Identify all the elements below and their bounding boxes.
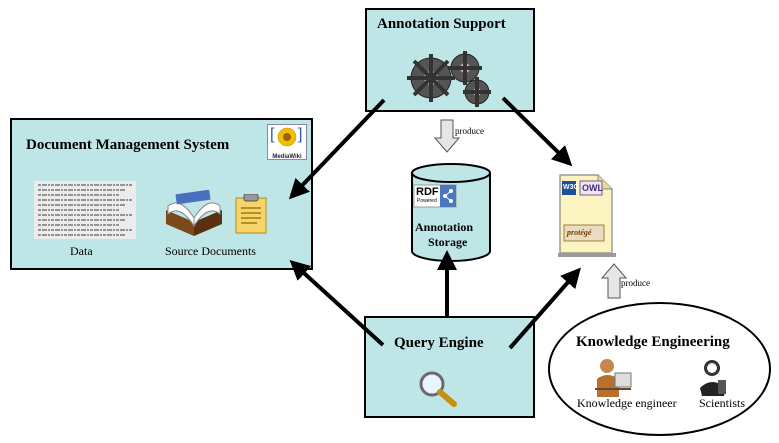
knowledge-engineering-ellipse [548, 302, 771, 436]
annotation-storage-label-1: Annotation [415, 220, 474, 234]
book-icon [166, 190, 222, 236]
magnifier-icon [419, 371, 457, 407]
scientist-icon [700, 360, 726, 396]
data-label: Data [70, 244, 93, 258]
mediawiki-logo: [ ] MediaWiki [267, 124, 307, 160]
clipboard-document-icon [235, 194, 267, 234]
produce-label-ontology: produce [621, 278, 650, 288]
svg-text:]: ] [298, 126, 302, 143]
rdf-badge-subtext: Powered [417, 198, 437, 204]
data-document-icon [34, 181, 136, 239]
protege-label: protégé [567, 228, 592, 237]
dms-title: Document Management System [26, 137, 230, 153]
mediawiki-logo-text: MediaWiki [272, 154, 302, 160]
document-management-box: Document Management System [ ] MediaWiki… [10, 118, 313, 270]
annotation-support-box: Annotation Support [365, 8, 535, 112]
rdf-badge-text: RDF [416, 186, 439, 198]
knowledge-engineering-title: Knowledge Engineering [576, 334, 730, 350]
ontology-document-icon: W3C OWL protégé [558, 173, 616, 259]
source-documents-label: Source Documents [165, 244, 256, 258]
svg-text:[: [ [270, 126, 275, 143]
w3c-label: W3C [563, 184, 579, 191]
owl-label: OWL [582, 183, 603, 193]
annotation-support-title: Annotation Support [377, 16, 506, 32]
query-engine-title: Query Engine [394, 335, 484, 351]
query-engine-box: Query Engine [364, 316, 535, 418]
scientists-label: Scientists [699, 396, 746, 410]
knowledge-engineer-label: Knowledge engineer [577, 396, 677, 410]
annotation-storage-label-2: Storage [428, 235, 468, 249]
produce-arrow-storage [433, 119, 461, 153]
annotation-storage-cylinder [411, 163, 491, 262]
produce-label-storage: produce [455, 126, 484, 136]
gears-icon [407, 51, 491, 107]
knowledge-engineer-icon [595, 359, 632, 397]
